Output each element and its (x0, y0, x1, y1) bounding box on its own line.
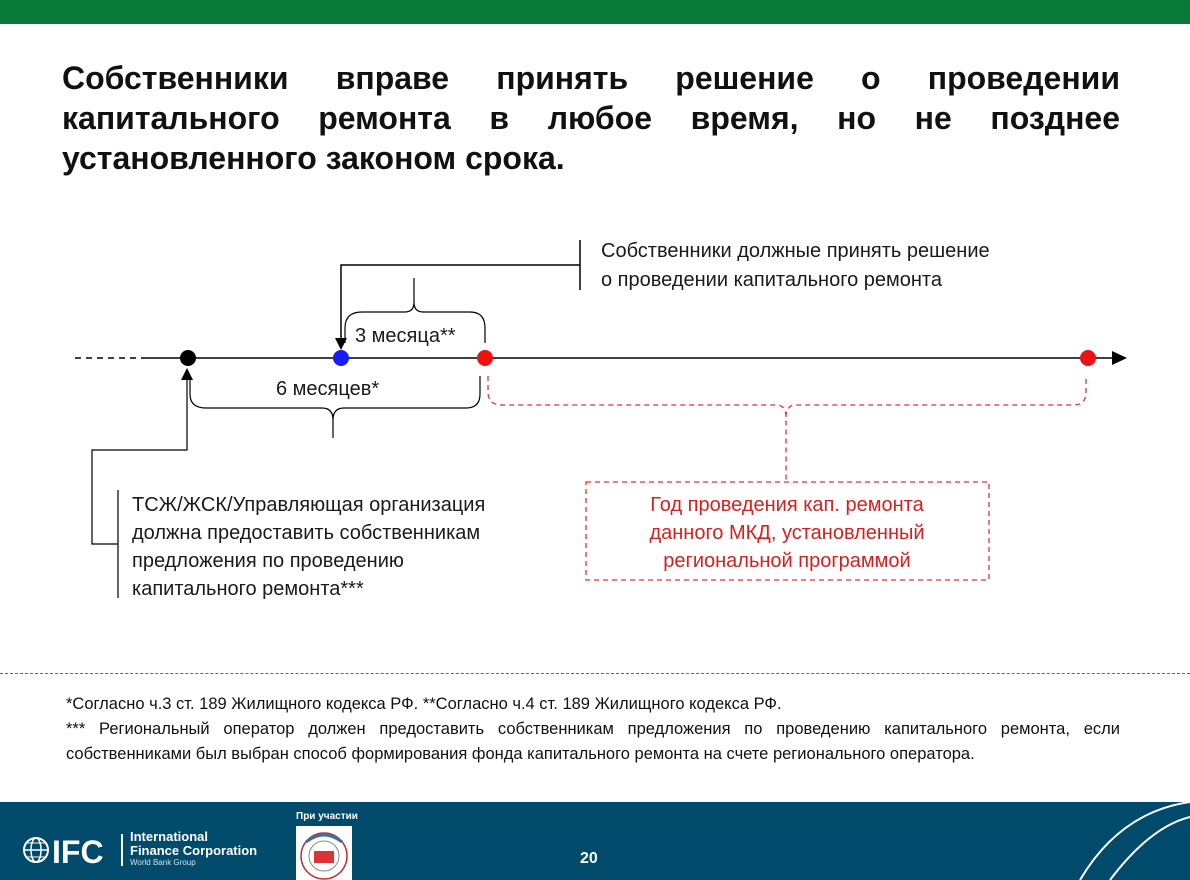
ifc-name-line2: Finance Corporation (130, 843, 258, 858)
regional-program-box (585, 481, 990, 581)
regional-program-brace (487, 376, 1087, 482)
owners-decision-label-line1: Собственники должные принять решение (601, 240, 990, 262)
ifc-logo-icon: IFC (23, 834, 123, 870)
footnote-line1: *Согласно ч.3 ст. 189 Жилищного кодекса … (66, 695, 782, 713)
footnote-line2: *** Региональный оператор должен предост… (66, 720, 1120, 763)
timeline-point-red-start (477, 350, 493, 366)
page-number: 20 (580, 850, 598, 867)
top-green-bar (0, 0, 1190, 24)
owners-decision-label-line2: о проведении капитального ремонта (601, 269, 943, 291)
hoa-proposal-label-line2: должна предоставить собственникам (132, 522, 480, 544)
hoa-proposal-label-line3: предложения по проведению (132, 550, 404, 572)
hoa-proposal-arrow (91, 372, 188, 545)
svg-text:IFC: IFC (52, 834, 104, 870)
timeline-arrowhead-icon (1112, 351, 1127, 365)
regional-program-label-line3: региональной программой (663, 550, 910, 572)
footnote-separator (0, 673, 1190, 674)
timeline-point-red-end (1080, 350, 1096, 366)
ifc-name-block: International Finance Corporation World … (130, 830, 257, 868)
timeline-diagram: Собственники должные принять решение о п… (75, 240, 1127, 600)
decorative-arcs (1079, 802, 1190, 880)
partner-caption: При участии (296, 811, 358, 822)
owners-decision-arrow (340, 240, 581, 347)
regional-program-label-line1: Год проведения кап. ремонта (650, 494, 924, 516)
six-months-label: 6 месяцев* (276, 378, 379, 400)
tszh-zhsk-association-seal-icon (296, 826, 352, 880)
footer-bar: IFC International Finance Corporation Wo… (0, 802, 1190, 880)
three-months-label: 3 месяца** (355, 325, 456, 347)
footnotes: *Согласно ч.3 ст. 189 Жилищного кодекса … (66, 692, 1120, 767)
regional-program-label-line2: данного МКД, установленный (649, 522, 924, 544)
hoa-proposal-label-line1: ТСЖ/ЖСК/Управляющая организация (132, 494, 485, 516)
three-months-brace (344, 278, 486, 343)
timeline-point-black (180, 350, 196, 366)
hoa-proposal-arrowhead-icon (181, 368, 193, 380)
slide-title: Собственники вправе принять решение о пр… (62, 60, 1120, 176)
owners-decision-arrowhead-icon (335, 338, 347, 350)
timeline-point-blue (333, 350, 349, 366)
ifc-name-line1: International (130, 829, 209, 844)
hoa-proposal-label-line4: капитального ремонта*** (132, 578, 364, 600)
ifc-sub: World Bank Group (130, 858, 196, 867)
six-months-brace (189, 376, 481, 438)
